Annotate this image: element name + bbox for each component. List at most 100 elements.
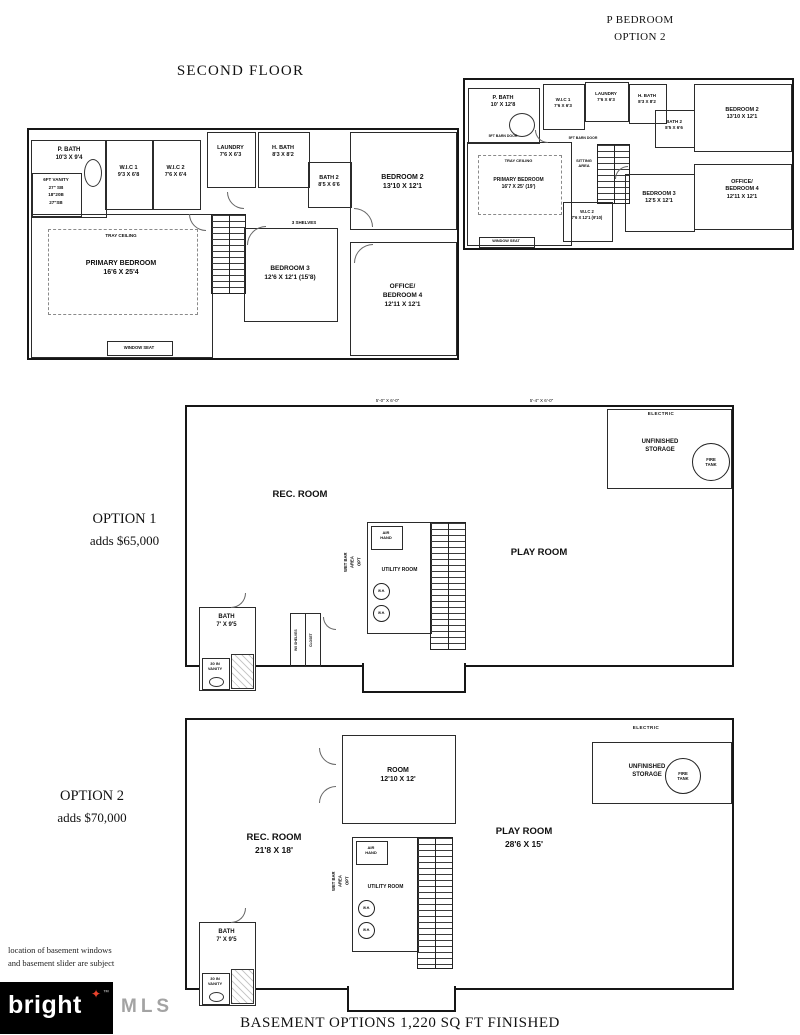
bedroom3-label: BEDROOM 3 12'5 X 12'1: [626, 191, 692, 206]
fire-tank-line: FIRE: [678, 770, 688, 776]
play-room-label: PLAY ROOM: [510, 547, 568, 558]
storage-line: STORAGE: [645, 447, 675, 454]
vanity-box: 6FT VANITY 27" SB 18"20B 27"SB: [32, 173, 82, 217]
vanity-line: 27" SB: [48, 184, 64, 190]
sitting-line: SITTING: [576, 158, 592, 163]
room-name: PLAY ROOM: [495, 826, 553, 837]
option2-title: OPTION 2: [59, 788, 125, 804]
water-heater: W.H.: [373, 605, 390, 622]
staircase: [597, 144, 630, 204]
shelves-label: 3 SHELVES: [291, 220, 317, 225]
vanity-line: 30 IN: [210, 661, 220, 666]
room-name: BATH 2: [666, 119, 682, 124]
room-name: OFFICE/: [389, 283, 416, 290]
shower-box: [231, 654, 254, 689]
window-seat-label: WINDOW SEAT: [123, 345, 155, 350]
logo-star-icon: ✦: [91, 987, 102, 1001]
bedroom3-label: BEDROOM 3 12'6 X 12'1 (15'8): [245, 265, 335, 283]
air-line: AIR: [382, 530, 390, 535]
room-dims: 21'8 X 18': [254, 844, 294, 855]
tub-icon: [84, 159, 102, 187]
wet-bar-line: OPT: [344, 876, 350, 886]
wic2-label: W.I.C 2 7'6 X 6'4: [153, 165, 198, 180]
utility-room-label: UTILITY ROOM: [367, 884, 404, 890]
room-dims: 12'11 X 12'1: [726, 193, 758, 200]
bath2-label: BATH 2 8'5 X 6'6: [656, 119, 692, 131]
fire-tank-line: TANK: [677, 776, 689, 781]
basement-options-title: BASEMENT OPTIONS 1,220 SQ FT FINISHED: [240, 1015, 560, 1031]
room-dims: 7'6 X 6'4: [164, 172, 187, 179]
room-name: PRIMARY BEDROOM: [493, 177, 544, 183]
primary-bedroom-label: PRIMARY BEDROOM 16'7 X 25' (19'): [468, 177, 569, 191]
room-dims: 8'3 X 8'2: [272, 152, 294, 159]
room-dims: 12'11 X 12'1: [384, 300, 421, 308]
room-name: BEDROOM 3: [270, 265, 310, 272]
tub-icon: [509, 113, 535, 137]
utility-room: AIR HAND UTILITY ROOM W.H. W.H.: [367, 522, 432, 634]
room-name: W.I.C 2: [166, 165, 185, 171]
wic1-label: W.I.C 1 9'3 X 6'8: [106, 165, 151, 180]
window-seat: WINDOW SEAT: [479, 237, 535, 248]
room-dims: 16'6 X 25'4: [103, 269, 139, 277]
room-dims: 12'6 X 12'1 (15'8): [264, 273, 316, 281]
fire-tank-line: TANK: [705, 462, 717, 467]
fire-tank: FIRE TANK: [692, 443, 730, 481]
play-room-label: PLAY ROOM 28'6 X 15': [455, 826, 593, 850]
wet-bar-line: WET BAR: [343, 552, 348, 572]
room-dims: 8'5 X 6'6: [665, 125, 683, 131]
door-arc: [227, 192, 244, 209]
stair-rail: [228, 215, 230, 293]
vanity-label: 6FT VANITY 27" SB 18"20B 27"SB: [33, 176, 79, 207]
air-line: HAND: [365, 850, 377, 856]
door-arc: [323, 617, 336, 630]
rec-room-label: REC. ROOM 21'8 X 18': [205, 832, 343, 856]
logo-mls: MLS: [121, 996, 174, 1017]
room-dims: 8'5 X 6'6: [318, 182, 340, 189]
room-dims: 7'6 X 6'3: [597, 97, 615, 103]
room-name: BEDROOM 2: [381, 174, 424, 181]
room-dims: 13'10 X 12'1: [726, 114, 758, 121]
logo-wordmark: bright: [8, 991, 82, 1019]
vanity-label: 30 IN VANITY: [203, 976, 227, 987]
door-arc: [319, 786, 336, 803]
air-handler-box: AIR HAND: [371, 526, 403, 550]
vanity-line: 6FT VANITY: [43, 177, 69, 182]
electric-label: ELECTRIC: [647, 411, 675, 416]
water-heater: W.H.: [358, 922, 375, 939]
primary-bedroom-label: PRIMARY BEDROOM 16'6 X 25'4: [32, 259, 210, 278]
wi-shelves-closet: W/I SHELVES: [290, 613, 306, 667]
tray-ceiling-outline: [478, 155, 562, 215]
wet-bar-line: OPT: [356, 557, 362, 567]
room-extra: ROOM 12'10 X 12': [342, 735, 456, 824]
door-arc: [319, 748, 336, 765]
room-name: BEDROOM 2: [725, 107, 759, 113]
sink-icon: [209, 992, 224, 1002]
bath-label: BATH 7' X 9'5: [200, 613, 253, 629]
room-bath2: BATH 2 8'5 X 6'6: [655, 110, 695, 148]
option1-subtitle: adds $65,000: [89, 532, 160, 548]
bath-label: BATH 7' X 9'5: [200, 928, 253, 944]
room-name: H. BATH: [638, 93, 656, 98]
staircase: [430, 522, 466, 650]
wet-bar-line: WET BAR: [331, 871, 336, 891]
room-name: H. BATH: [272, 145, 294, 151]
wic1-label: W.I.C 1 7'6 X 6'3: [544, 97, 582, 109]
room-bedroom2: BEDROOM 2 13'10 X 12'1: [350, 132, 457, 230]
storage-line: STORAGE: [632, 772, 662, 779]
room-dims: 12'10 X 12': [380, 776, 416, 784]
primary-bath-label: P. BATH 10'3 X 9'4: [34, 146, 104, 162]
air-line: AIR: [367, 845, 375, 850]
vanity-line: 30 IN: [210, 976, 220, 981]
room-name: LAUNDRY: [217, 145, 244, 151]
room-name: BATH 2: [319, 175, 339, 181]
room-name: PRIMARY BEDROOM: [85, 260, 157, 267]
room-name: P. BATH: [57, 147, 81, 153]
wet-bar-line: AREA: [337, 875, 343, 887]
room-dims: 7'6 X 6'3: [219, 152, 242, 159]
rec-room-label: REC. ROOM: [272, 489, 328, 500]
wet-bar-label: WET BAR AREA OPT: [343, 533, 363, 591]
p-bedroom-option-line2: OPTION 2: [614, 30, 666, 43]
wet-bar-label: WET BAR AREA OPT: [331, 852, 351, 910]
room-bedroom2: BEDROOM 2 13'10 X 12'1: [694, 84, 792, 152]
stair-rail: [435, 838, 436, 968]
